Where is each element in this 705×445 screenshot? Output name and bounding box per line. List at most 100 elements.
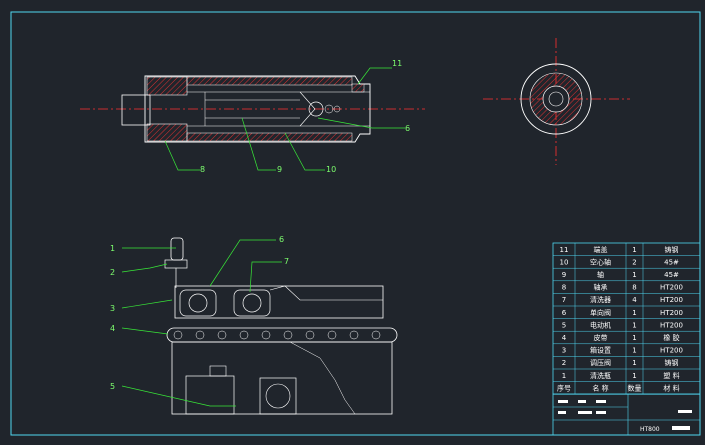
- table-cell-qty: 1: [632, 372, 636, 380]
- side-view: [164, 237, 398, 415]
- end-view-inner: [542, 85, 570, 113]
- callout-4: 4: [110, 324, 115, 333]
- bearing-bottom-left: [146, 123, 188, 142]
- leader-2: [121, 263, 168, 273]
- callout-9: 9: [277, 165, 282, 174]
- table-cell-qty: 1: [632, 359, 636, 367]
- table-cell-no: 2: [562, 359, 566, 367]
- table-cell-name: 调压阀: [590, 358, 611, 367]
- title-block: HT800: [552, 393, 701, 436]
- callouts: 11 6 8 9 10 1 2 3 4 5 6 7: [110, 59, 410, 391]
- belt-roller: [305, 330, 315, 340]
- table-cell-no: 10: [560, 258, 569, 266]
- callout-7: 7: [284, 257, 289, 266]
- table-cell-material: HT200: [660, 321, 683, 329]
- table-cell-no: 4: [562, 334, 567, 342]
- table-cell-name: 名 称: [592, 383, 608, 392]
- belt-roller: [349, 330, 359, 340]
- end-cap: [351, 83, 365, 93]
- table-cell-qty: 1: [632, 246, 636, 254]
- belt-roller: [195, 330, 205, 340]
- motor-box: [259, 377, 297, 415]
- table-cell-material: 铸钢: [665, 358, 679, 367]
- table-cell-no: 3: [562, 347, 566, 355]
- table-cell-material: 45#: [664, 258, 679, 266]
- table-cell-material: 铸钢: [665, 245, 679, 254]
- leader-9: [241, 117, 276, 171]
- table-cell-name: 皮带: [594, 333, 608, 342]
- motor-body: [185, 375, 235, 415]
- roller-1: [188, 293, 208, 313]
- table-cell-material: HT200: [660, 347, 683, 355]
- section-view: [80, 75, 425, 143]
- belt-roller: [217, 330, 227, 340]
- belt-roller: [239, 330, 249, 340]
- valve-spring-1: [324, 104, 334, 114]
- housing-outline: [144, 75, 371, 143]
- callout-2: 2: [110, 268, 115, 277]
- table-cell-name: 空心轴: [590, 257, 611, 266]
- sleeve-top: [186, 76, 353, 86]
- table-cell-name: 轴承: [594, 283, 608, 292]
- callout-8: 8: [200, 165, 205, 174]
- table-cell-qty: 4: [632, 296, 637, 304]
- table-cell-no: 7: [562, 296, 566, 304]
- title-mark: [578, 411, 592, 414]
- callout-5: 5: [110, 382, 115, 391]
- table-cell-name: 电动机: [590, 320, 611, 329]
- table-cell-no: 序号: [557, 383, 571, 392]
- table-cell-qty: 数量: [628, 383, 642, 392]
- drawing-code: HT800: [640, 426, 660, 433]
- table-cell-name: 箱设置: [590, 346, 611, 355]
- motor-cap: [209, 365, 227, 377]
- table-cell-material: HT200: [660, 284, 683, 292]
- table-cell-no: 9: [562, 271, 566, 279]
- leader-3: [121, 299, 173, 309]
- table-cell-name: 端盖: [594, 245, 608, 254]
- sleeve-bottom: [186, 132, 353, 142]
- belt-roller: [261, 330, 271, 340]
- outer-frame: [10, 11, 701, 436]
- table-cell-qty: 8: [632, 284, 636, 292]
- table-cell-no: 1: [562, 372, 566, 380]
- motor-shaft: [265, 383, 291, 409]
- belt-roller: [327, 330, 337, 340]
- conveyor-belt: [166, 327, 398, 343]
- table-cell-no: 6: [562, 309, 567, 317]
- bearing-top-left: [146, 76, 188, 96]
- shaft-stub: [121, 94, 151, 126]
- leader-10: [284, 132, 325, 171]
- table-cell-qty: 1: [632, 347, 636, 355]
- title-block-frame: [552, 393, 701, 436]
- title-mark: [558, 400, 568, 403]
- table-cell-material: 塑 料: [663, 371, 679, 380]
- table-cell-name: 清洗瓶: [590, 371, 611, 380]
- title-mark: [578, 400, 586, 403]
- title-mark: [596, 411, 606, 414]
- table-cell-name: 轴: [597, 270, 604, 279]
- belt-roller: [371, 330, 381, 340]
- leader-5: [121, 385, 236, 407]
- valve-ball: [308, 101, 324, 117]
- valve-cone: [299, 91, 316, 127]
- leader-11: [357, 67, 392, 85]
- leader-6-side: [209, 239, 276, 287]
- pressure-valve: [164, 259, 188, 269]
- leader-6-top: [317, 117, 405, 129]
- callout-11: 11: [392, 59, 402, 68]
- belt-roller: [283, 330, 293, 340]
- end-view: [483, 38, 630, 165]
- title-mark: [558, 411, 566, 414]
- leader-4: [121, 327, 169, 335]
- title-mark: [672, 426, 690, 430]
- end-view-outer: [520, 63, 592, 135]
- callout-1: 1: [110, 244, 115, 253]
- table-cell-material: HT200: [660, 296, 683, 304]
- title-mark: [596, 400, 606, 403]
- table-cell-material: HT200: [660, 309, 683, 317]
- table-cell-qty: 1: [632, 321, 636, 329]
- callout-3: 3: [110, 304, 115, 313]
- callout-6-top: 6: [405, 124, 410, 133]
